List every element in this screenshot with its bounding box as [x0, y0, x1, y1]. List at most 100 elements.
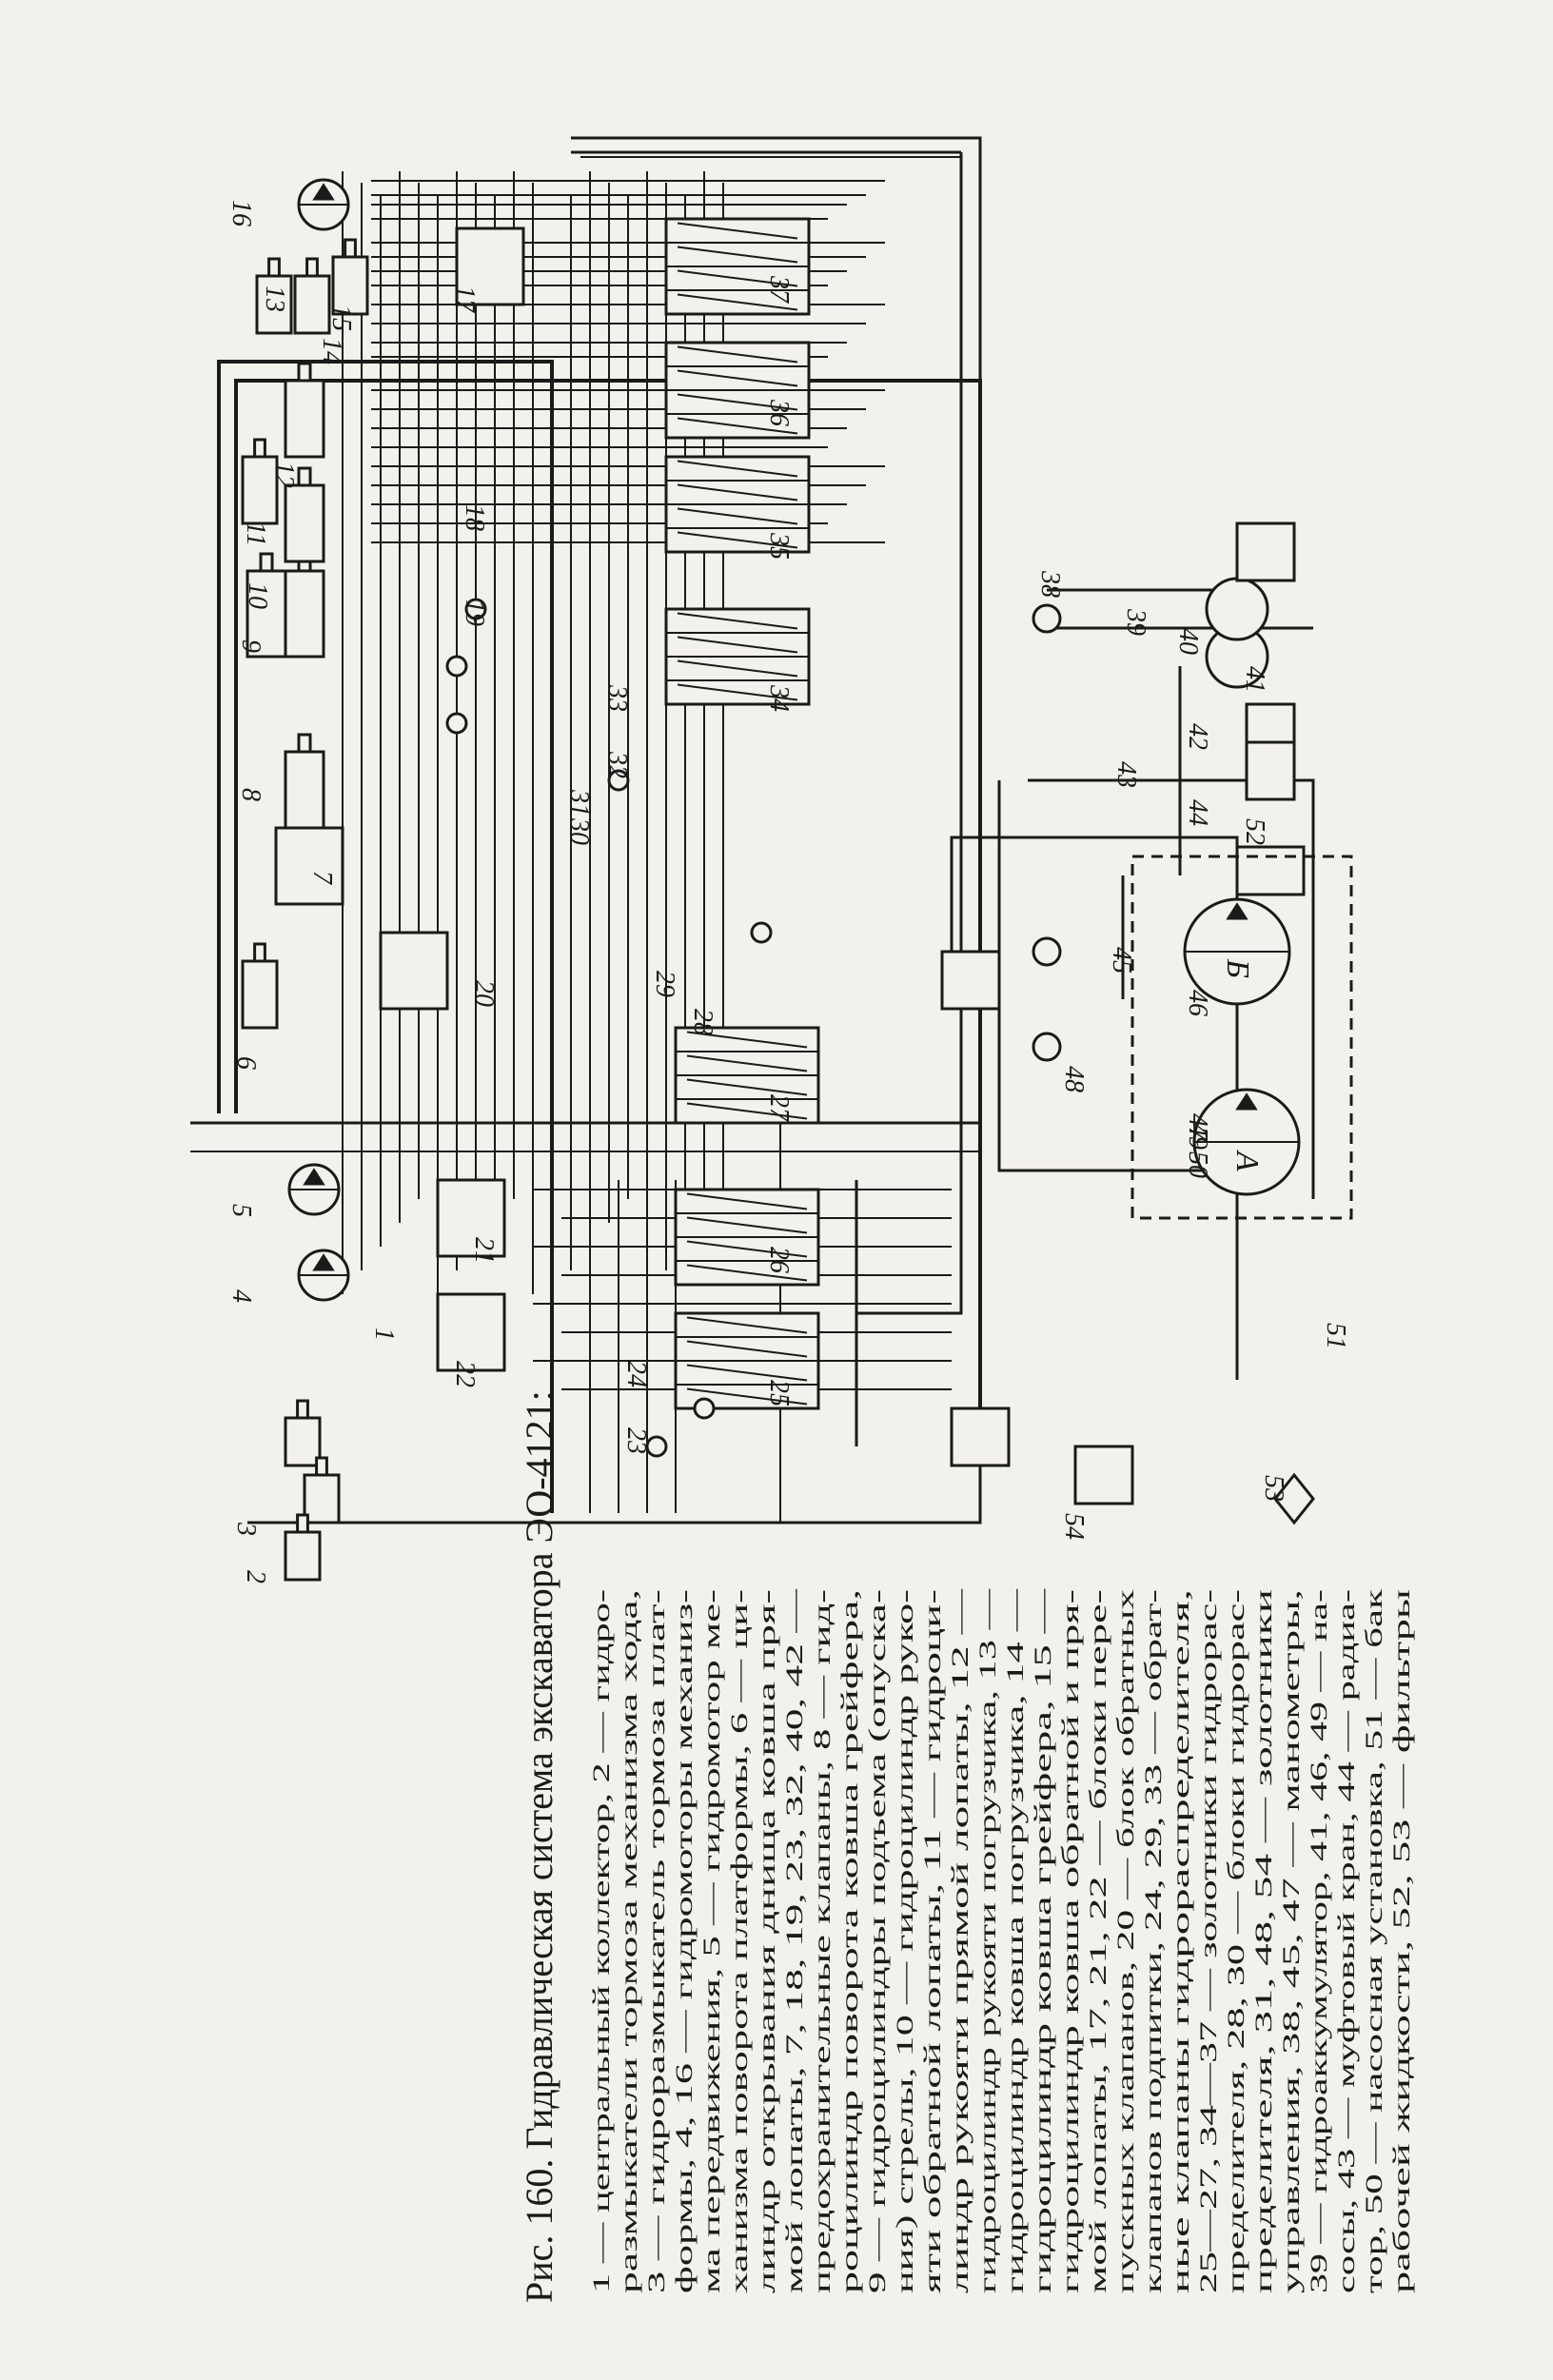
control-spool-54a [950, 1406, 1011, 1467]
component-label-46: 46 [1183, 990, 1212, 1016]
legend-line: роцилиндр поворота ковша грейфера, [837, 1589, 863, 2293]
component-label-27: 27 [764, 1094, 794, 1122]
cylinder-12 [284, 379, 325, 459]
component-label-8: 8 [236, 788, 265, 801]
filter-53 [1273, 1472, 1315, 1525]
spool-arrow [686, 1387, 808, 1406]
spool-arrow [677, 369, 798, 387]
legend-line: клапанов подпитки, 24, 29, 33 — обрат- [1141, 1589, 1167, 2293]
valve-block-17 [455, 226, 525, 306]
cylinder-3 [284, 1530, 322, 1582]
cylinder-8-rod [297, 733, 312, 754]
cylinder-14 [293, 274, 331, 335]
valve-block-21 [436, 1178, 506, 1258]
component-label-44: 44 [1183, 799, 1212, 826]
cylinder-2b [303, 1473, 341, 1524]
check-valve [445, 655, 468, 678]
legend-line: тор, 50 — насосная установка, 51 — бак [1362, 1588, 1387, 2293]
cylinder-2a-rod [296, 1399, 309, 1420]
component-label-12: 12 [269, 462, 299, 488]
legend-line: управления, 38, 45, 47 — манометры, [1279, 1589, 1305, 2293]
spool-arrow [677, 246, 798, 264]
cylinder-15-rod [344, 238, 357, 259]
cylinder-9a-rod [259, 552, 274, 573]
component-label-17: 17 [450, 285, 480, 313]
component-label-49: 49 [1183, 1123, 1212, 1150]
component-label-7: 7 [307, 871, 337, 885]
pump-letter-А: А [1229, 1150, 1265, 1171]
legend-line: формы, 4, 16 — гидромоторы механиз- [672, 1589, 698, 2293]
component-label-1: 1 [369, 1328, 399, 1341]
component-label-33: 33 [602, 684, 632, 712]
check-valve [464, 598, 487, 620]
spool-arrow [677, 393, 798, 411]
component-label-36: 36 [764, 399, 794, 426]
component-label-50: 50 [1183, 1151, 1212, 1178]
legend-line: 1 — центральный коллектор, 2 — гидро- [589, 1589, 615, 2293]
hydromotor-16-arrow [312, 183, 335, 201]
valve-52 [1235, 845, 1306, 896]
component-label-21: 21 [469, 1237, 499, 1264]
component-label-15: 15 [326, 305, 356, 331]
cylinder-11-rod [253, 438, 266, 459]
component-label-53: 53 [1259, 1475, 1288, 1502]
legend-line: гидроцилиндр ковша грейфера, 15 — [1031, 1587, 1056, 2293]
check-valve-block-20 [379, 931, 449, 1011]
component-label-32: 32 [602, 751, 632, 778]
cylinder-10-rod [297, 466, 312, 487]
legend-line: ма передвижения, 5 — гидромотор ме- [699, 1589, 725, 2293]
legend-line: пределителя, 31, 48, 54 — золотники [1251, 1589, 1277, 2293]
component-label-34: 34 [764, 684, 794, 712]
component-label-29: 29 [650, 971, 679, 997]
spool-arrow [677, 507, 798, 525]
component-label-23: 23 [621, 1427, 651, 1454]
component-label-43: 43 [1111, 761, 1141, 788]
safety-valve-7 [274, 826, 344, 906]
spool-arrow [677, 293, 798, 311]
spool-arrow [686, 1240, 808, 1258]
component-label-9: 9 [236, 639, 265, 653]
legend-line: линдр рукояти прямой лопаты, 12 — [948, 1587, 973, 2293]
component-label-13: 13 [260, 285, 289, 312]
cylinder-15 [331, 255, 369, 316]
spool-arrow [686, 1078, 808, 1096]
spool-arrow [677, 636, 798, 654]
component-label-20: 20 [469, 980, 499, 1007]
component-label-45: 45 [1107, 947, 1136, 974]
spool-arrow [686, 1054, 808, 1072]
component-label-31: 31 [564, 789, 594, 816]
gauge-45 [1032, 936, 1062, 967]
cylinder-8 [284, 750, 325, 830]
legend-line: ные клапаны гидрораспределителя, [1169, 1589, 1194, 2293]
cylinder-13-rod [267, 257, 281, 278]
legend-line: ния) стрелы, 10 — гидроцилиндр руко- [893, 1589, 918, 2293]
spool-arrow [686, 1031, 808, 1049]
legend-line: мой лопаты, 7, 18, 19, 23, 32, 40, 42 — [782, 1587, 808, 2293]
gauge-47 [1032, 1032, 1062, 1062]
legend-line: 9 — гидроцилиндры подъема (опуска- [865, 1589, 891, 2293]
legend-line: пускных клапанов, 20 — блок обратных [1113, 1588, 1139, 2293]
spool-arrow [686, 1216, 808, 1234]
component-label-11: 11 [241, 521, 270, 546]
check-valve [750, 921, 773, 944]
cylinder-14-rod [305, 257, 319, 278]
component-label-38: 38 [1035, 570, 1065, 598]
legend-line: мой лопаты, 17, 21, 22 — блоки пере- [1086, 1589, 1111, 2293]
check-valve [693, 1397, 716, 1420]
spool-arrow [677, 612, 798, 630]
pipe-line [997, 780, 1256, 1172]
cylinder-2b-rod [315, 1456, 328, 1477]
spool-arrow [686, 1102, 808, 1120]
component-label-18: 18 [460, 504, 489, 531]
spool-arrow [677, 222, 798, 240]
component-label-40: 40 [1173, 628, 1203, 655]
cylinder-9a [246, 569, 287, 659]
pump-letter-Б: Б [1220, 958, 1255, 978]
component-label-35: 35 [764, 532, 794, 560]
component-label-42: 42 [1183, 723, 1212, 750]
hydromotor-4-arrow [312, 1253, 335, 1271]
control-spool-54b [1073, 1445, 1134, 1505]
figure-caption-title: Рис. 160. Гидравлическая система экскава… [518, 1390, 560, 2303]
